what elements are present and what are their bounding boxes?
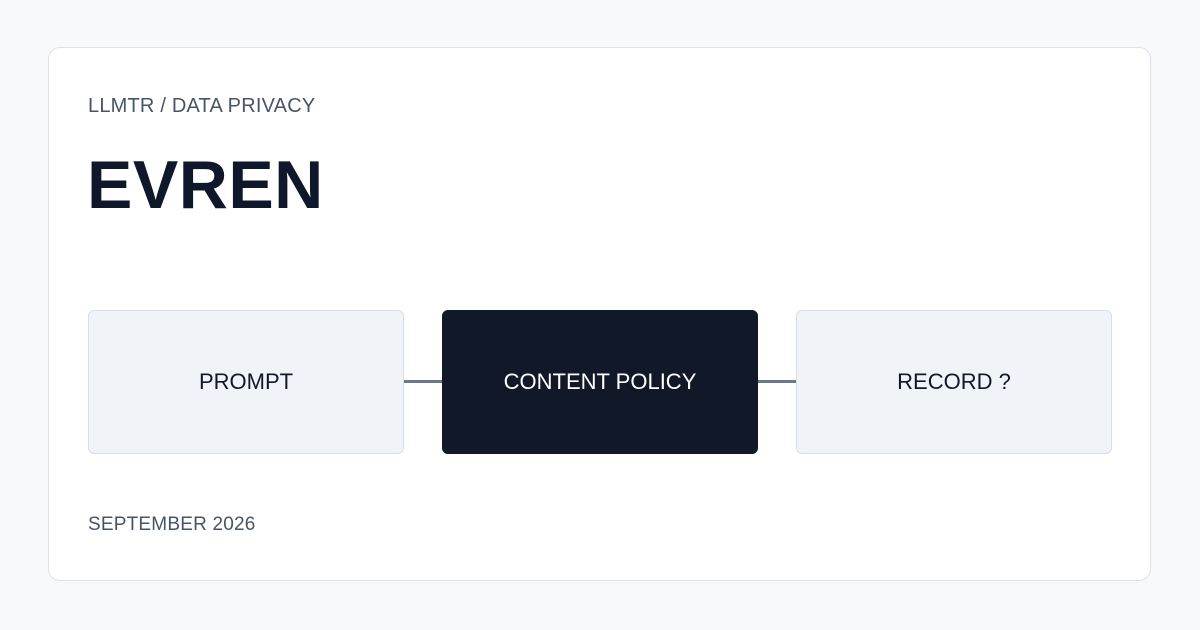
flow-node-record: RECORD ? [796, 310, 1112, 454]
flow-node-label: CONTENT POLICY [503, 369, 697, 394]
breadcrumb: LLMTR / DATA PRIVACY [88, 95, 316, 117]
flow-connector [758, 380, 796, 383]
date-label: SEPTEMBER 2026 [88, 514, 256, 535]
flow-connector [404, 380, 442, 383]
flow-node-label: RECORD ? [897, 369, 1011, 394]
flow-node-label: PROMPT [198, 369, 294, 394]
flow-node-content-policy: CONTENT POLICY [442, 310, 758, 454]
page-title: EVREN [87, 147, 324, 223]
flow-node-prompt: PROMPT [88, 310, 404, 454]
